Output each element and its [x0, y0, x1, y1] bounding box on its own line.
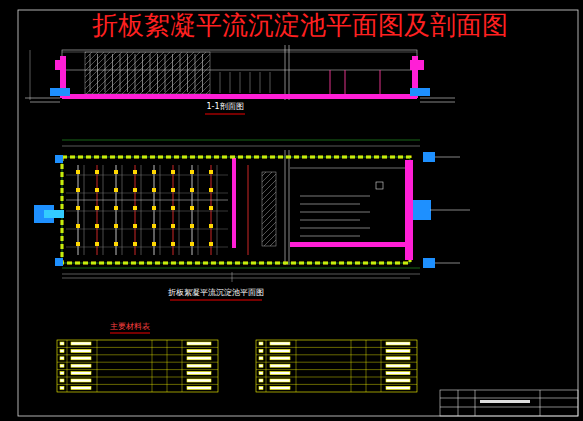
view-label: 折板絮凝平流沉淀池平面图 — [168, 289, 264, 298]
table-title: 主要材料表 — [110, 323, 150, 332]
drawing-title: 折板絮凝平流沉淀池平面图及剖面图 — [92, 12, 508, 41]
view-label: 1-1剖面图 — [206, 103, 243, 112]
